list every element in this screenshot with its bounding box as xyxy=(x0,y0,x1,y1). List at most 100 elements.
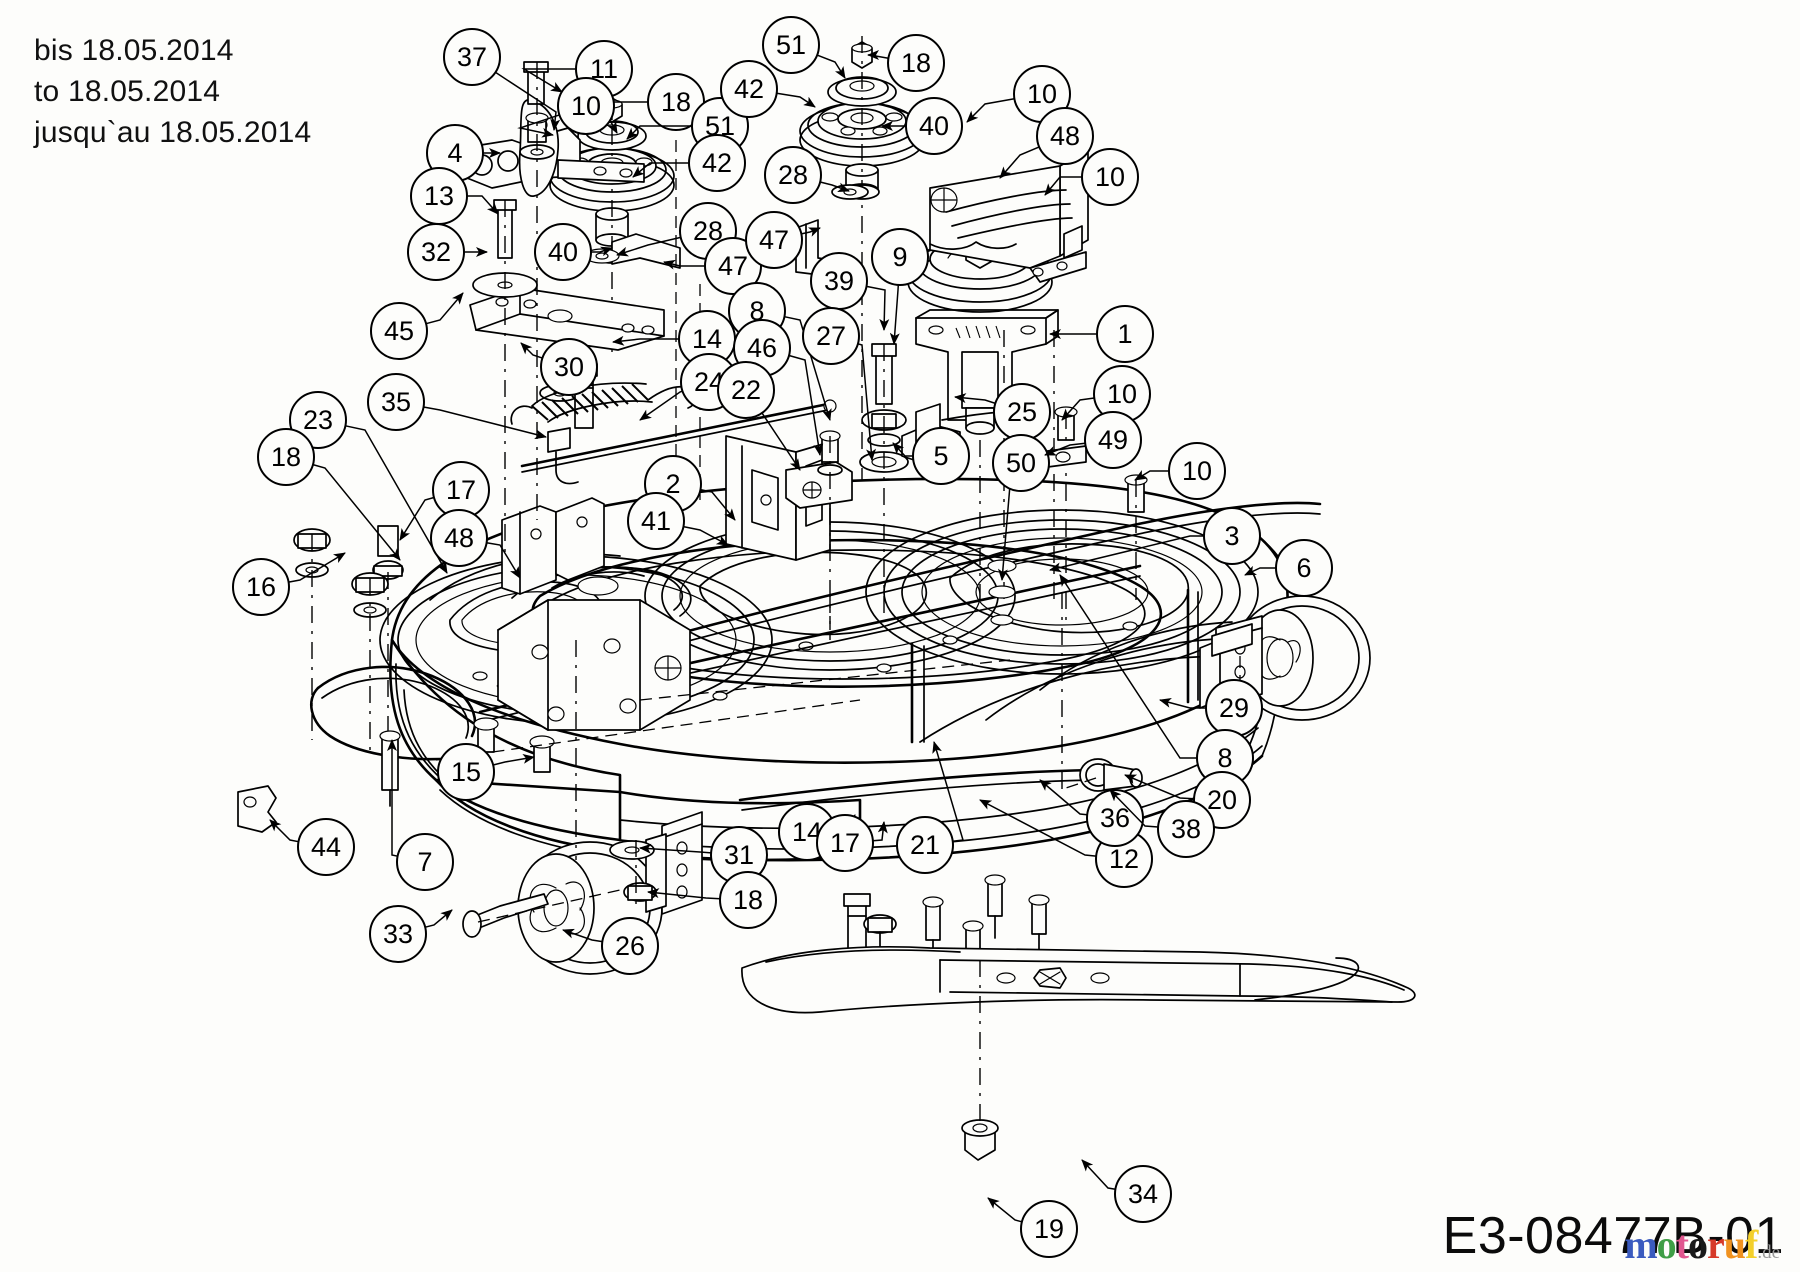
callout-22[interactable]: 22 xyxy=(717,361,801,471)
callout-15[interactable]: 15 xyxy=(437,743,535,801)
callout-10[interactable]: 10 xyxy=(1044,148,1139,206)
callout-bubble[interactable] xyxy=(367,373,425,431)
callout-30[interactable]: 30 xyxy=(520,338,598,396)
callout-10[interactable]: 10 xyxy=(517,77,615,138)
callout-bubble[interactable] xyxy=(369,905,427,963)
callout-44[interactable]: 44 xyxy=(269,818,355,876)
callout-bubble[interactable] xyxy=(762,16,820,74)
callout-bubble[interactable] xyxy=(534,223,592,281)
callout-49[interactable]: 49 xyxy=(1044,411,1142,469)
callout-26[interactable]: 26 xyxy=(562,917,659,975)
callout-bubble[interactable] xyxy=(297,818,355,876)
callout-bubble[interactable] xyxy=(1020,1200,1078,1258)
callout-39[interactable]: 39 xyxy=(810,252,890,331)
callout-bubble[interactable] xyxy=(802,307,860,365)
callout-bubble[interactable] xyxy=(396,833,454,891)
callout-bubble[interactable] xyxy=(871,228,929,286)
callout-bubble[interactable] xyxy=(717,361,775,419)
callout-10[interactable]: 10 xyxy=(1134,442,1226,500)
callout-40[interactable]: 40 xyxy=(534,223,613,281)
callout-48[interactable]: 48 xyxy=(999,107,1094,179)
callout-bubble[interactable] xyxy=(1203,507,1261,565)
callout-21[interactable]: 21 xyxy=(896,741,964,874)
callout-leader xyxy=(1134,470,1169,481)
callout-bubble[interactable] xyxy=(437,743,495,801)
callout-bubble[interactable] xyxy=(257,428,315,486)
callout-8[interactable]: 8 xyxy=(1059,574,1254,787)
callout-bubble[interactable] xyxy=(540,338,598,396)
callout-19[interactable]: 19 xyxy=(987,1197,1078,1258)
callout-bubble[interactable] xyxy=(887,34,945,92)
callout-16[interactable]: 16 xyxy=(232,552,346,616)
callout-18[interactable]: 18 xyxy=(647,871,777,929)
callout-bubble[interactable] xyxy=(1275,539,1333,597)
callout-bubble[interactable] xyxy=(905,97,963,155)
callout-1[interactable]: 1 xyxy=(1049,305,1154,363)
callout-bubble[interactable] xyxy=(816,814,874,872)
callout-bubble[interactable] xyxy=(704,237,762,295)
callout-50[interactable]: 50 xyxy=(992,434,1050,581)
callout-47[interactable]: 47 xyxy=(745,211,821,269)
callout-38[interactable]: 38 xyxy=(1109,789,1215,858)
callout-5[interactable]: 5 xyxy=(892,427,970,485)
callout-41[interactable]: 41 xyxy=(627,492,729,550)
callout-18[interactable]: 18 xyxy=(257,428,401,561)
callout-3[interactable]: 3 xyxy=(1049,507,1261,573)
callout-42[interactable]: 42 xyxy=(632,134,746,192)
callout-bubble[interactable] xyxy=(443,28,501,86)
callout-7[interactable]: 7 xyxy=(387,739,454,891)
callout-bubble[interactable] xyxy=(896,816,954,874)
callout-leader xyxy=(683,525,729,546)
callout-10[interactable]: 10 xyxy=(1061,365,1151,423)
callout-48[interactable]: 48 xyxy=(430,509,521,579)
callout-bubble[interactable] xyxy=(992,434,1050,492)
callout-number: 47 xyxy=(759,225,789,255)
callout-6[interactable]: 6 xyxy=(1244,539,1333,597)
callout-17[interactable]: 17 xyxy=(816,814,888,872)
callout-40[interactable]: 40 xyxy=(881,97,963,155)
callout-45[interactable]: 45 xyxy=(370,292,464,360)
callout-29[interactable]: 29 xyxy=(1159,679,1263,737)
callout-47[interactable]: 47 xyxy=(663,237,762,295)
callout-9[interactable]: 9 xyxy=(871,228,929,345)
callout-25[interactable]: 25 xyxy=(954,383,1051,441)
callout-bubble[interactable] xyxy=(1081,148,1139,206)
callout-bubble[interactable] xyxy=(1114,1165,1172,1223)
callout-42[interactable]: 42 xyxy=(720,60,816,118)
callout-35[interactable]: 35 xyxy=(367,373,547,440)
callout-bubble[interactable] xyxy=(764,146,822,204)
callout-4[interactable]: 4 xyxy=(426,124,501,182)
callout-28[interactable]: 28 xyxy=(764,146,850,204)
callout-37[interactable]: 37 xyxy=(443,28,561,131)
callout-bubble[interactable] xyxy=(1096,305,1154,363)
callout-18[interactable]: 18 xyxy=(867,34,945,92)
callout-17[interactable]: 17 xyxy=(399,461,490,541)
callout-bubble[interactable] xyxy=(407,223,465,281)
callout-bubble[interactable] xyxy=(1157,800,1215,858)
callout-bubble[interactable] xyxy=(745,211,803,269)
callout-bubble[interactable] xyxy=(1168,442,1226,500)
callout-14[interactable]: 14 xyxy=(612,310,736,368)
callout-10[interactable]: 10 xyxy=(966,65,1071,123)
callout-23[interactable]: 23 xyxy=(289,391,448,574)
callout-32[interactable]: 32 xyxy=(407,223,488,281)
callout-bubble[interactable] xyxy=(720,60,778,118)
callout-bubble[interactable] xyxy=(1036,107,1094,165)
callout-leader xyxy=(1039,779,1088,816)
callout-33[interactable]: 33 xyxy=(369,905,453,963)
callout-bubble[interactable] xyxy=(627,492,685,550)
callout-bubble[interactable] xyxy=(232,558,290,616)
callout-bubble[interactable] xyxy=(719,871,777,929)
callout-34[interactable]: 34 xyxy=(1081,1159,1172,1223)
callout-bubble[interactable] xyxy=(601,917,659,975)
callout-bubble[interactable] xyxy=(430,509,488,567)
callout-bubble[interactable] xyxy=(1084,411,1142,469)
callout-bubble[interactable] xyxy=(912,427,970,485)
callout-27[interactable]: 27 xyxy=(802,307,877,461)
callout-51[interactable]: 51 xyxy=(762,16,846,79)
callout-number: 47 xyxy=(718,251,748,281)
callout-bubble[interactable] xyxy=(557,77,615,135)
callout-bubble[interactable] xyxy=(289,391,347,449)
callout-bubble[interactable] xyxy=(370,302,428,360)
callout-bubble[interactable] xyxy=(688,134,746,192)
